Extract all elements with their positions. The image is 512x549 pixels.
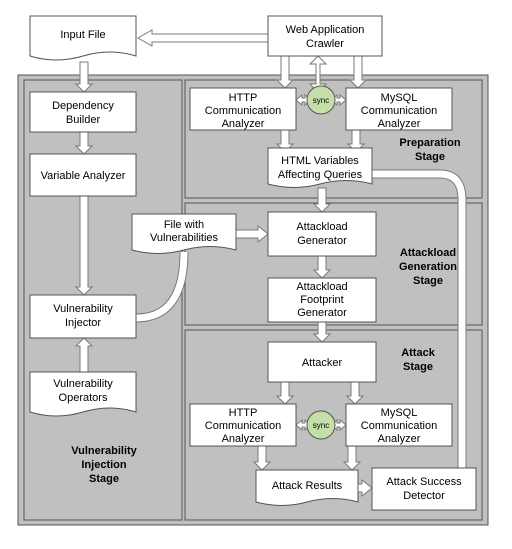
arrow-crawler-to-http — [275, 55, 295, 89]
attackload-generator-label-2: Generator — [297, 235, 347, 247]
arrow-footprint-to-attacker — [312, 321, 332, 343]
input-file-label: Input File — [60, 29, 105, 41]
vulnerability-injector-label-2: Injector — [65, 317, 101, 329]
arrow-generator-to-footprint — [312, 255, 332, 279]
mysql-analyzer-top-label-3: Analyzer — [378, 118, 421, 130]
vulnerability-injection-stage-label-1: Vulnerability — [71, 445, 137, 457]
file-with-vulnerabilities-label-1: File with — [164, 219, 204, 231]
attack-stage-label-1: Attack — [401, 347, 436, 359]
arrows — [74, 29, 373, 498]
footprint-generator-label-3: Generator — [297, 307, 347, 319]
http-analyzer-bottom-node — [189, 403, 297, 447]
arrow-crawler-to-input — [136, 29, 269, 47]
preparation-stage-label-1: Preparation — [399, 137, 460, 149]
attackload-stage-label-3: Stage — [413, 275, 443, 287]
crawler-label-1: Web Application — [286, 24, 365, 36]
arrow-file-to-generator — [235, 224, 269, 244]
vulnerability-operators-label-1: Vulnerability — [53, 378, 113, 390]
html-variables-label-1: HTML Variables — [281, 155, 359, 167]
http-analyzer-bottom-label-1: HTTP — [229, 407, 258, 419]
http-analyzer-top-node — [189, 87, 297, 131]
arrow-http-to-results — [252, 445, 272, 471]
vulnerability-injector-label-1: Vulnerability — [53, 303, 113, 315]
html-variables-label-2: Affecting Queries — [278, 169, 363, 181]
crawler-label-2: Crawler — [306, 38, 344, 50]
arrow-input-to-dependency — [74, 61, 94, 93]
arrow-variable-to-injector — [74, 195, 94, 296]
arrow-dependency-to-variable — [74, 131, 94, 155]
mysql-analyzer-top-node — [345, 87, 453, 131]
dependency-builder-label-2: Builder — [66, 114, 101, 126]
attack-results-label: Attack Results — [272, 480, 343, 492]
footprint-generator-label-1: Attackload — [296, 281, 347, 293]
sync-top-circle — [306, 85, 336, 115]
arrow-attacker-to-http — [275, 381, 295, 405]
arrow-mysql-to-results — [342, 445, 362, 471]
file-with-vulnerabilities-node — [131, 213, 237, 254]
html-variables-node — [267, 147, 373, 188]
attacker-node — [267, 341, 377, 383]
http-analyzer-bottom-label-3: Analyzer — [222, 433, 265, 445]
variable-analyzer-label: Variable Analyzer — [41, 170, 126, 182]
arrow-crawler-sync — [308, 55, 328, 93]
arrow-attacker-to-mysql — [345, 381, 365, 405]
attackload-generator-label-1: Attackload — [296, 221, 347, 233]
dependency-builder-node — [29, 91, 137, 133]
attack-results-node — [255, 469, 359, 506]
arrow-crawler-to-mysql — [348, 55, 368, 89]
crawler-node — [267, 15, 383, 57]
http-analyzer-top-label-2: Communication — [205, 105, 281, 117]
mysql-analyzer-bottom-node — [345, 403, 453, 447]
sync-top-label: sync — [313, 96, 329, 105]
arrow-operators-to-injector — [74, 337, 94, 375]
input-file-node — [29, 15, 137, 61]
attack-stage-label-2: Stage — [403, 361, 433, 373]
attackload-stage-label-2: Generation — [399, 261, 457, 273]
mysql-analyzer-top-label-1: MySQL — [381, 92, 418, 104]
footprint-generator-label-2: Footprint — [300, 294, 343, 306]
attack-success-detector-label-2: Detector — [403, 490, 445, 502]
mysql-analyzer-bottom-label-1: MySQL — [381, 407, 418, 419]
mysql-analyzer-bottom-label-3: Analyzer — [378, 433, 421, 445]
http-analyzer-top-label-1: HTTP — [229, 92, 258, 104]
dependency-builder-label-1: Dependency — [52, 100, 114, 112]
attack-success-detector-label-1: Attack Success — [386, 476, 462, 488]
variable-analyzer-node — [29, 153, 137, 197]
footprint-generator-node — [267, 277, 377, 323]
vulnerability-injector-node — [29, 294, 137, 339]
attackload-stage-label-1: Attackload — [400, 247, 456, 259]
vulnerability-injection-stage-label-2: Injection — [81, 459, 127, 471]
attacker-label: Attacker — [302, 357, 343, 369]
file-with-vulnerabilities-label-2: Vulnerabilities — [150, 232, 219, 244]
vulnerability-operators-node — [29, 371, 137, 417]
preparation-stage-label-2: Stage — [415, 151, 445, 163]
attackload-generator-node — [267, 211, 377, 257]
mysql-analyzer-bottom-label-2: Communication — [361, 420, 437, 432]
sync-bottom-circle — [306, 410, 336, 440]
arrow-htmlvars-to-generator — [312, 187, 332, 213]
vulnerability-operators-label-2: Operators — [59, 392, 108, 404]
http-analyzer-top-label-3: Analyzer — [222, 118, 265, 130]
vulnerability-injection-stage-label-3: Stage — [89, 473, 119, 485]
http-analyzer-bottom-label-2: Communication — [205, 420, 281, 432]
sync-bottom-label: sync — [313, 421, 329, 430]
mysql-analyzer-top-label-2: Communication — [361, 105, 437, 117]
attack-success-detector-node — [371, 467, 477, 511]
